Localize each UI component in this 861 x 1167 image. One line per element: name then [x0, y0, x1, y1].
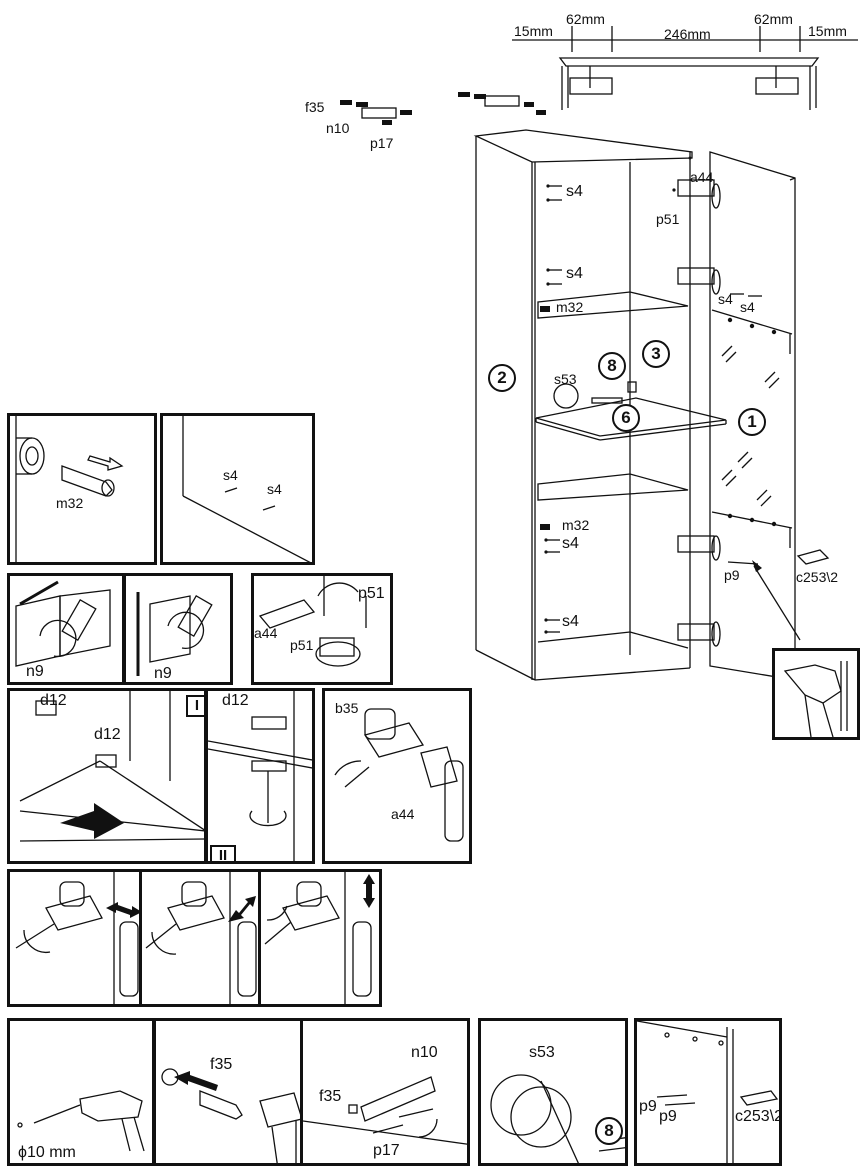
label-p9-b: p9: [659, 1108, 677, 1125]
part-number-6: 6: [612, 404, 640, 432]
label-s4-door-2: s4: [740, 299, 755, 315]
label-f35-dowel: f35: [210, 1056, 233, 1073]
label-p51-main: p51: [656, 211, 680, 227]
part-number-8-inset: 8: [595, 1117, 623, 1145]
dim-246mm: 246mm: [664, 26, 711, 42]
label-c253-inset: c253\2: [735, 1108, 782, 1125]
step-m32-panel: m32: [7, 413, 157, 565]
label-m32-1: m32: [556, 299, 584, 315]
label-drill-diameter: ϕ10 mm: [18, 1144, 76, 1161]
label-a44-main: a44: [690, 169, 714, 185]
step-a44-p51-panel: a44 p51 p51: [251, 573, 393, 685]
label-d12-c: d12: [222, 692, 249, 709]
dim-62mm-right: 62mm: [754, 11, 793, 27]
label-p51-inset-2: p51: [290, 637, 314, 653]
label-p51-inset-1: p51: [358, 585, 385, 602]
label-s4-4: s4: [562, 613, 579, 630]
step-glass-shelf-panel: d12 d12 I: [7, 688, 207, 864]
hinge-adjust-panel-3: [258, 869, 382, 1007]
label-n9-b: n9: [154, 665, 172, 682]
step-roman-i: I: [186, 695, 204, 717]
step-n10-bracket-panel: n10 f35 p17: [300, 1018, 470, 1166]
step-p9-c253-panel: p9 p9 c253\2: [634, 1018, 782, 1166]
label-s4-inset-2: s4: [267, 481, 282, 497]
step-drill-panel: ϕ10 mm: [7, 1018, 155, 1166]
hinge-adjust-panel-2: [139, 869, 261, 1007]
label-b35: b35: [335, 700, 359, 716]
label-s4-inset-1: s4: [223, 467, 238, 483]
label-n9-a: n9: [26, 663, 44, 680]
label-s4-3: s4: [562, 535, 579, 552]
dim-62mm-left: 62mm: [566, 11, 605, 27]
label-p9-main: p9: [724, 567, 740, 583]
label-p17-inset: p17: [373, 1142, 400, 1159]
label-p17-top: p17: [370, 135, 394, 151]
label-f35-top: f35: [305, 99, 325, 115]
label-s53-inset: s53: [529, 1044, 555, 1061]
label-n10-inset: n10: [411, 1044, 438, 1061]
label-m32-2: m32: [562, 517, 590, 533]
step-d12-screw-panel: d12 II: [205, 688, 315, 864]
step-roman-ii: II: [210, 845, 236, 861]
step-s53-knob-panel: s53 8: [478, 1018, 628, 1166]
dim-15mm-left: 15mm: [514, 23, 553, 39]
step-n9-panel-b: n9: [123, 573, 233, 685]
drill-inset-panel: [772, 648, 860, 740]
step-b35-panel: b35 a44: [322, 688, 472, 864]
label-s4-door-1: s4: [718, 291, 733, 307]
label-n10-top: n10: [326, 120, 350, 136]
label-c253-main: c253\2: [796, 569, 839, 585]
label-s4-1: s4: [566, 183, 583, 200]
label-s53-main: s53: [554, 371, 577, 387]
label-a44-b35: a44: [391, 806, 415, 822]
label-a44-inset: a44: [254, 625, 278, 641]
part-number-3: 3: [642, 340, 670, 368]
step-s4-panel: s4 s4: [160, 413, 315, 565]
part-number-1: 1: [738, 408, 766, 436]
label-d12-b: d12: [94, 726, 121, 743]
part-number-2: 2: [488, 364, 516, 392]
dim-15mm-right: 15mm: [808, 23, 847, 39]
hinge-adjust-panel-1: [7, 869, 142, 1007]
label-p9-a: p9: [639, 1098, 657, 1115]
step-f35-dowel-panel: f35: [153, 1018, 303, 1166]
label-s4-2: s4: [566, 265, 583, 282]
label-d12-a: d12: [40, 692, 67, 709]
label-f35-inset: f35: [319, 1088, 342, 1105]
label-m32-inset: m32: [56, 495, 84, 511]
step-n9-panel-a: n9: [7, 573, 125, 685]
part-number-8: 8: [598, 352, 626, 380]
